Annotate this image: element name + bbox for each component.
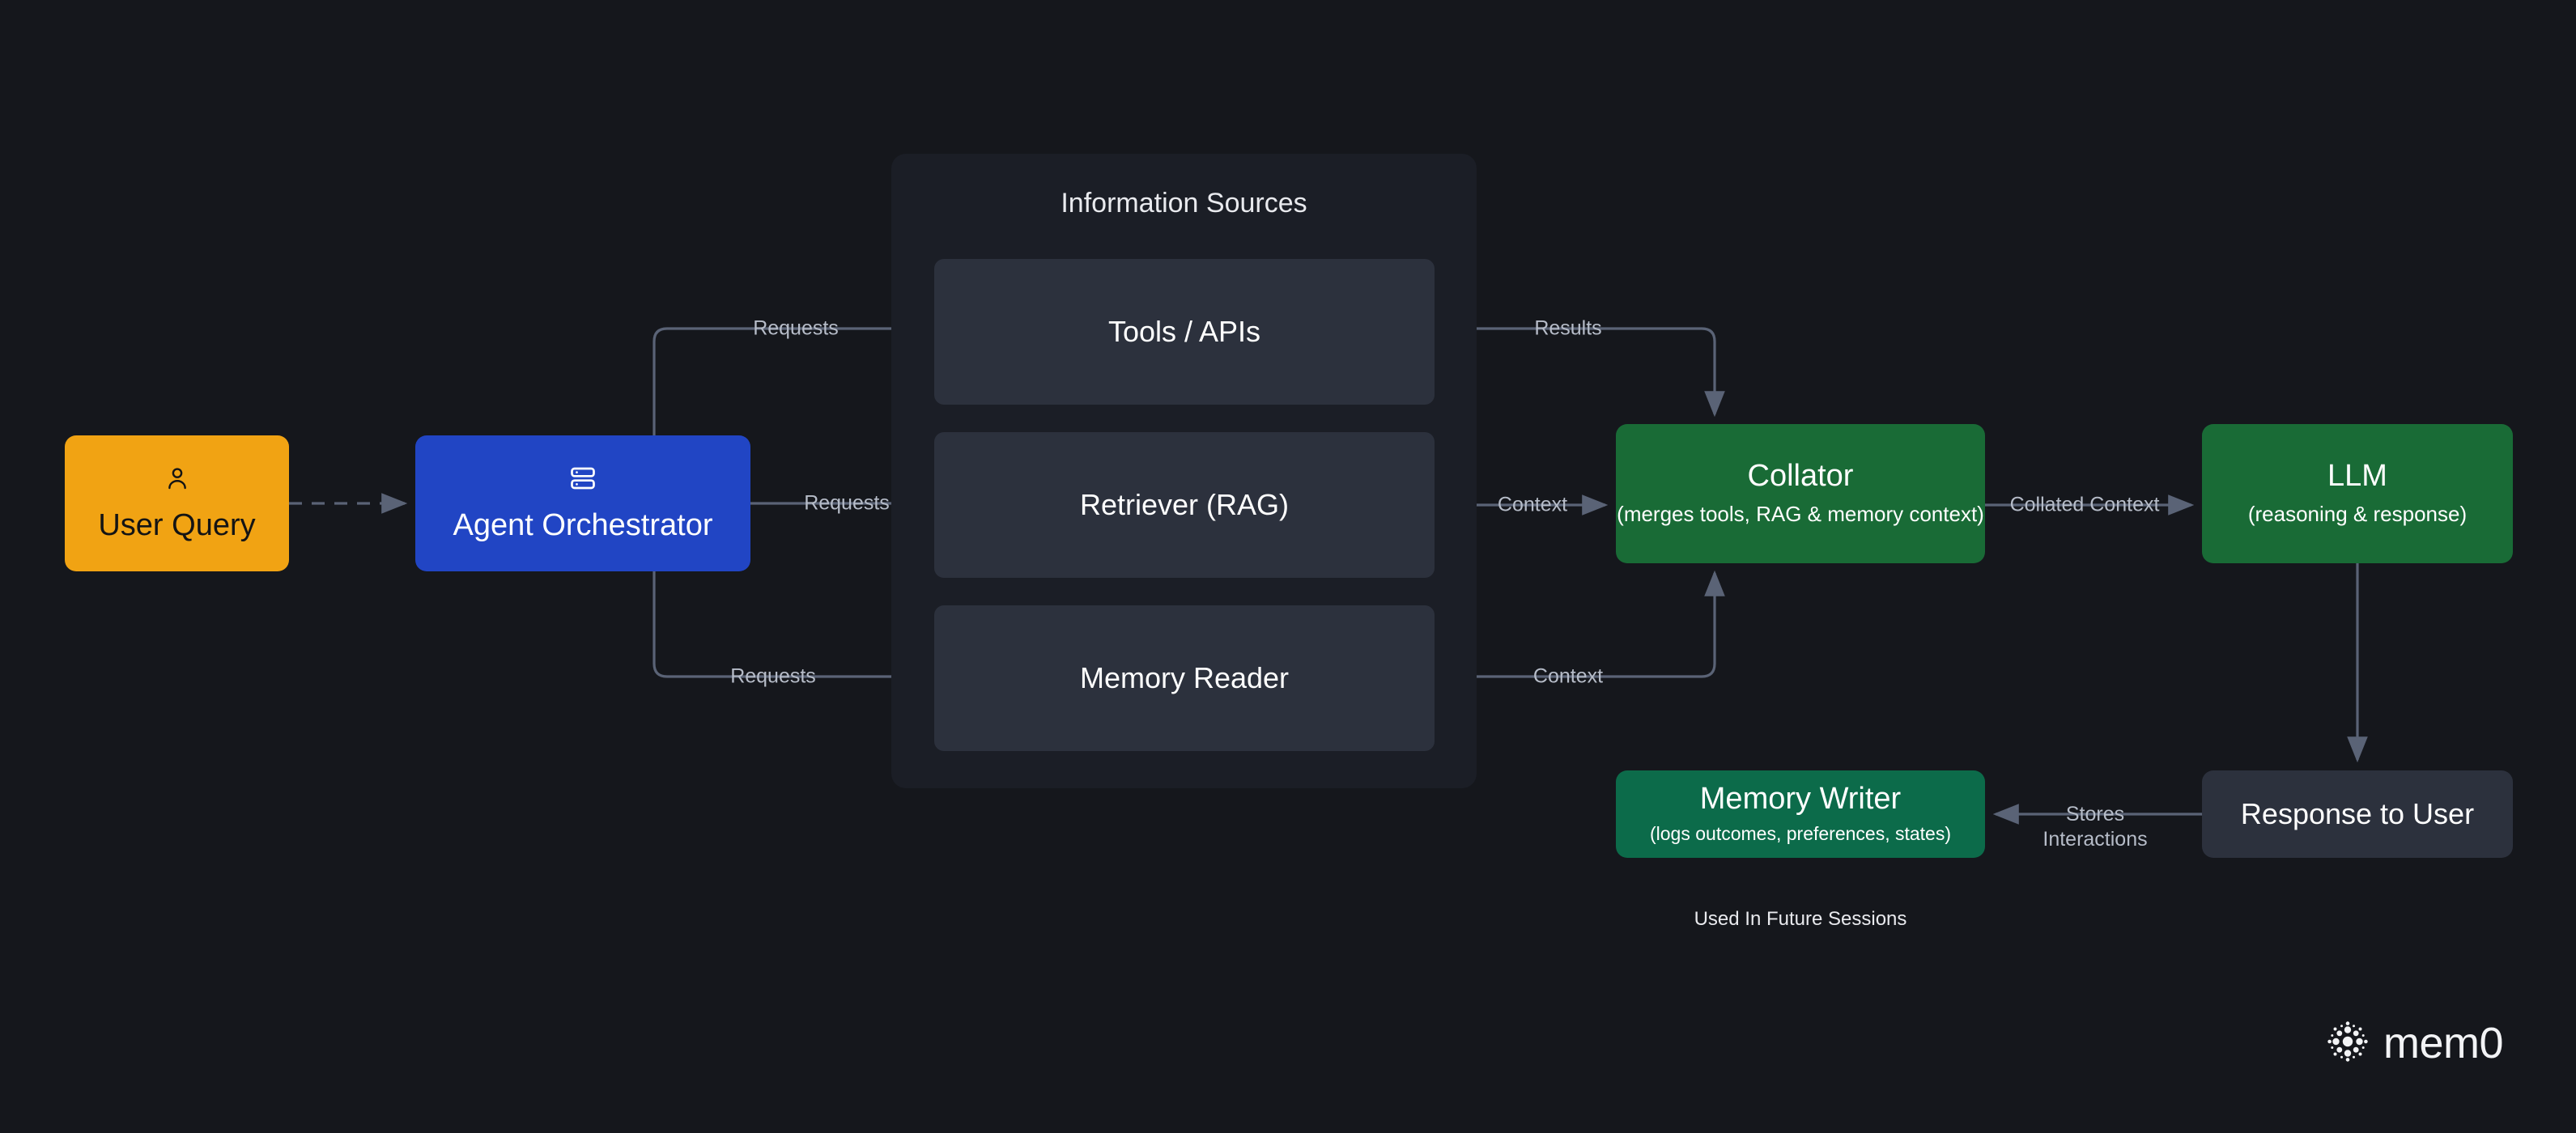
node-user-query-label: User Query: [98, 507, 256, 542]
edge-label-context-rag: Context: [1497, 493, 1568, 516]
mem0-logo: mem0: [2325, 1018, 2504, 1068]
information-sources-title: Information Sources: [1061, 188, 1307, 219]
node-llm[interactable]: LLM (reasoning & response): [2202, 424, 2513, 563]
node-response-to-user[interactable]: Response to User: [2202, 770, 2513, 858]
server-icon: [568, 464, 597, 497]
card-memory-reader-label: Memory Reader: [1079, 661, 1290, 694]
edge-label-requests-rag: Requests: [804, 491, 890, 515]
user-icon: [164, 464, 191, 497]
mem0-dot-cluster-icon: [2325, 1019, 2370, 1068]
node-agent-orchestrator-label: Agent Orchestrator: [453, 507, 713, 542]
node-memory-writer[interactable]: Memory Writer (logs outcomes, preference…: [1616, 770, 1985, 858]
card-tools-apis-label: Tools / APIs: [1107, 315, 1261, 348]
mem0-wordmark: mem0: [2383, 1019, 2504, 1067]
node-llm-subtitle: (reasoning & response): [2247, 501, 2468, 526]
card-retriever-rag[interactable]: Retriever (RAG): [934, 432, 1435, 578]
card-memory-reader[interactable]: Memory Reader: [934, 605, 1435, 751]
node-collator-subtitle: (merges tools, RAG & memory context): [1617, 501, 1984, 526]
edge-label-collated-context: Collated Context: [2009, 493, 2160, 516]
node-user-query[interactable]: User Query: [65, 435, 289, 571]
footnote-used-in-future-sessions: Used In Future Sessions: [1694, 908, 1907, 930]
node-collator[interactable]: Collator (merges tools, RAG & memory con…: [1616, 424, 1985, 563]
edge-label-requests-memory: Requests: [730, 664, 816, 688]
edge-label-stores-interactions: Stores Interactions: [2043, 802, 2148, 851]
node-collator-label: Collator: [1747, 459, 1854, 494]
node-memory-writer-label: Memory Writer: [1699, 782, 1902, 817]
edge-label-results: Results: [1534, 316, 1602, 340]
node-llm-label: LLM: [2327, 459, 2387, 494]
node-response-to-user-label: Response to User: [2240, 797, 2475, 831]
card-retriever-rag-label: Retriever (RAG): [1079, 488, 1290, 521]
node-memory-writer-subtitle: (logs outcomes, preferences, states): [1650, 822, 1951, 844]
node-agent-orchestrator[interactable]: Agent Orchestrator: [415, 435, 750, 571]
edge-label-context-memory: Context: [1532, 664, 1604, 688]
edge-label-requests-tools: Requests: [753, 316, 839, 340]
card-tools-apis[interactable]: Tools / APIs: [934, 259, 1435, 405]
